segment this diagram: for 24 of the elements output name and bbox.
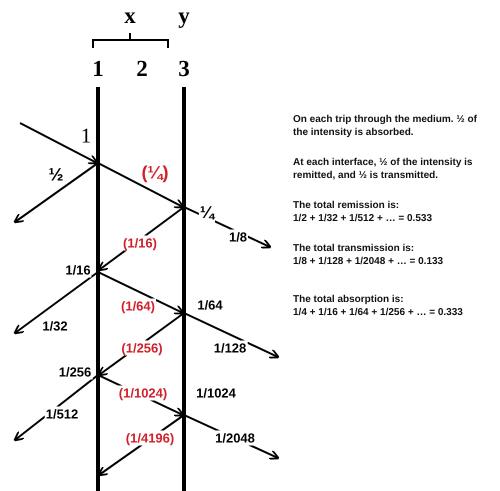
intensity-label: 1/1024 — [195, 386, 237, 400]
formula-heading: The total transmission is: — [293, 242, 416, 255]
explanation-text: On each trip through the medium. ½ of the intensity is absorbed. — [293, 113, 478, 139]
intensity-label: 1/128 — [212, 340, 248, 356]
intensity-label: 1/64 — [196, 298, 224, 312]
formula-text: 1/4 + 1/16 + 1/64 + 1/256 + … = 0.333 — [293, 306, 464, 319]
intensity-label: 1/512 — [44, 406, 80, 422]
absorbed-intensity-label: (1/4196) — [124, 430, 176, 446]
absorbed-intensity-label: (1/1024) — [118, 386, 168, 400]
formula-heading: The total remission is: — [293, 199, 400, 212]
formula-text: 1/8 + 1/128 + 1/2048 + … = 0.133 — [293, 255, 444, 268]
explanation-text: At each interface, ½ of the intensity is remitted, and ½ is transmitted. — [293, 156, 474, 182]
formula-text: 1/2 + 1/32 + 1/512 + … = 0.533 — [293, 212, 433, 225]
formula-heading: The total absorption is: — [293, 293, 405, 306]
intensity-label: 1/16 — [64, 262, 92, 278]
intensity-label: 1/32 — [41, 318, 69, 334]
intensity-label: 1/8 — [228, 230, 248, 244]
absorbed-intensity-label: (1/64) — [120, 298, 156, 314]
absorbed-intensity-label: (1/16) — [122, 236, 158, 250]
absorbed-intensity-label: (¼) — [140, 162, 170, 184]
intensity-label: 1/2048 — [214, 430, 256, 446]
intensity-label: 1/256 — [58, 364, 92, 380]
absorbed-intensity-label: (1/256) — [120, 340, 164, 356]
intensity-label: ¼ — [198, 203, 216, 223]
